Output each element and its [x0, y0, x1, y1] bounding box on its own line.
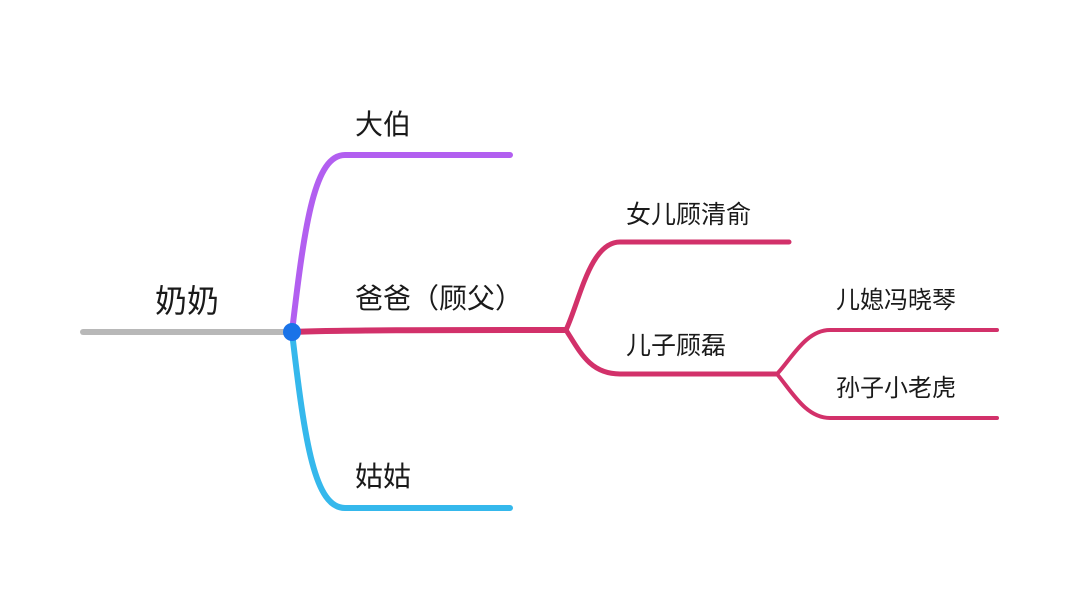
branch-connector-aunt [289, 329, 513, 511]
root-junction-dot [283, 323, 301, 341]
node-grandson[interactable]: 孙子小老虎 [836, 374, 956, 402]
branch-connector-father [289, 327, 569, 335]
branch-connector-grandson [775, 372, 999, 420]
node-daughter-in-law[interactable]: 儿媳冯晓琴 [836, 286, 956, 314]
branch-connector-son [563, 327, 780, 377]
node-daughter[interactable]: 女儿顾清俞 [626, 200, 752, 229]
node-son[interactable]: 儿子顾磊 [626, 331, 727, 360]
node-aunt[interactable]: 姑姑 [355, 460, 412, 493]
branch-connector-daughter [563, 239, 792, 333]
node-uncle[interactable]: 大伯 [355, 108, 412, 141]
node-father[interactable]: 爸爸（顾父） [355, 282, 524, 315]
node-root[interactable]: 奶奶 [155, 282, 220, 320]
branch-connector-daughter-in-law [775, 328, 999, 376]
branch-connector-uncle [289, 152, 513, 335]
